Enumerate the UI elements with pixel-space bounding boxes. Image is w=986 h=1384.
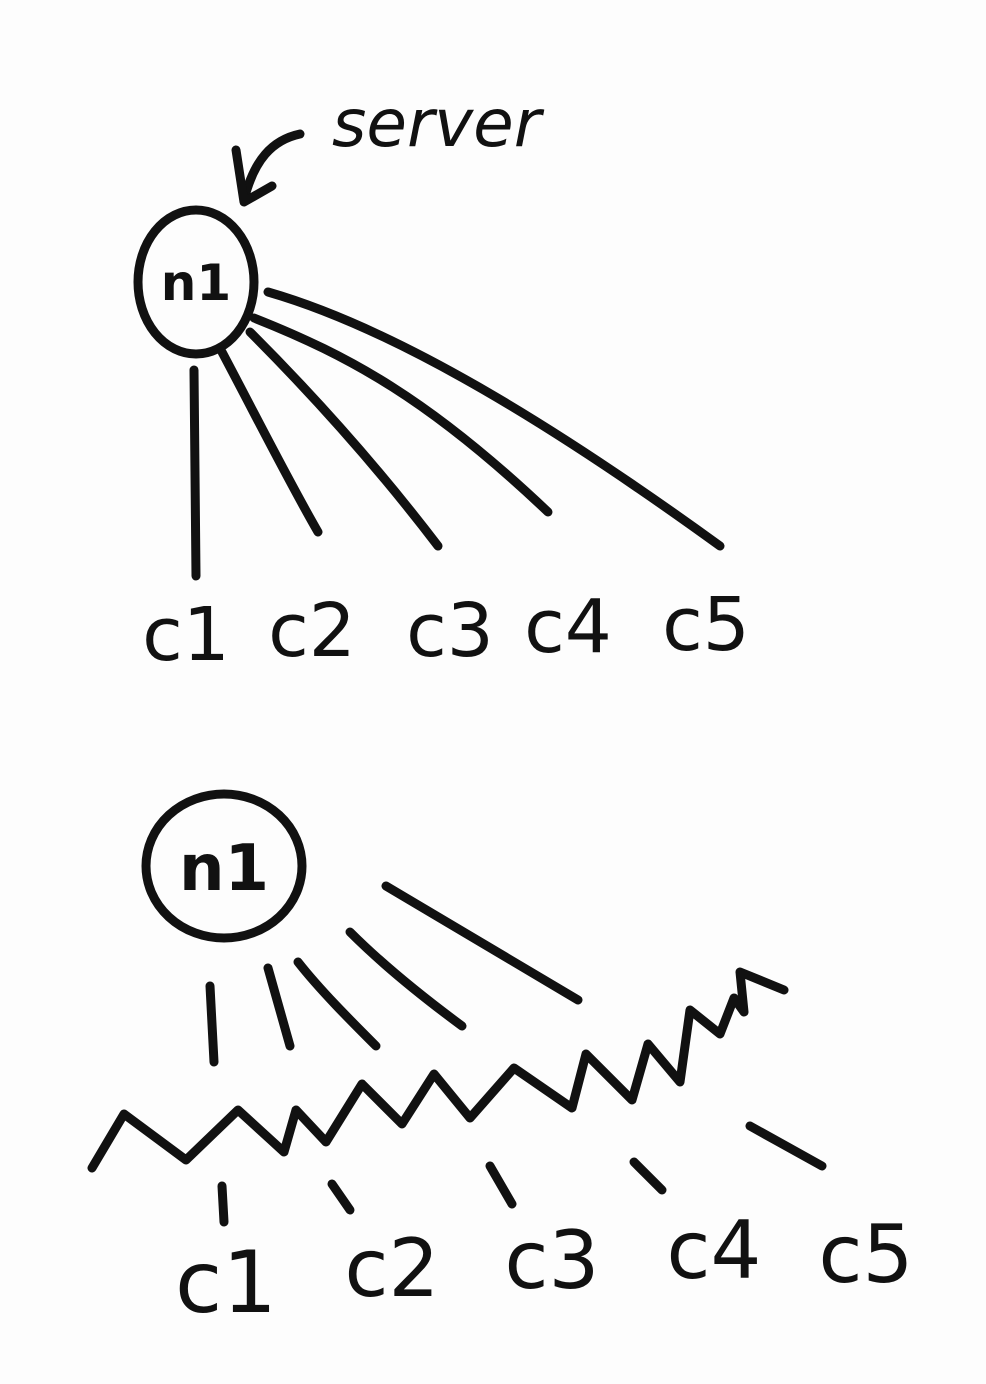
lower-segment-c3 — [485, 1161, 517, 1209]
lower-segment-c1 — [217, 1181, 229, 1227]
top-diagram: server n1 c1 c2 c3 c4 c5 — [133, 85, 750, 678]
lower-segment-c5 — [745, 1121, 827, 1171]
connection-line-c5 — [263, 287, 725, 551]
server-node-circle — [133, 205, 259, 359]
upper-segment-c5 — [381, 881, 583, 1005]
connection-line-c4 — [249, 313, 553, 517]
upper-segment-c3 — [293, 957, 381, 1051]
bottom-client-label-c1: c1 — [175, 1233, 277, 1333]
connection-line-c1 — [189, 365, 201, 581]
lower-segment-c2 — [327, 1179, 355, 1215]
server-arrow-shaft — [239, 129, 305, 205]
server-arrow-head — [231, 145, 277, 207]
wavy-barrier — [87, 967, 789, 1173]
client-label-c4: c4 — [524, 584, 612, 670]
upper-segment-c4 — [345, 927, 467, 1031]
bottom-diagram: n1 c1 c2 c3 c4 c5 — [87, 789, 914, 1333]
server-node-label: n1 — [161, 254, 231, 312]
bottom-client-label-c3: c3 — [505, 1214, 600, 1307]
bottom-node-label: n1 — [179, 832, 269, 906]
bottom-client-label-c2: c2 — [345, 1222, 440, 1315]
upper-segment-c1 — [205, 981, 219, 1067]
connection-line-c3 — [245, 327, 443, 551]
lower-segment-c4 — [629, 1157, 667, 1195]
bottom-client-label-c4: c4 — [667, 1204, 762, 1297]
bottom-node-circle — [141, 789, 307, 943]
bottom-client-label-c5: c5 — [819, 1208, 914, 1301]
client-label-c5: c5 — [662, 582, 750, 668]
upper-segment-c2 — [263, 963, 295, 1051]
server-annotation: server — [332, 85, 545, 162]
client-label-c2: c2 — [268, 588, 356, 674]
client-label-c3: c3 — [406, 588, 494, 674]
client-label-c1: c1 — [142, 592, 230, 678]
connection-line-c2 — [217, 347, 323, 537]
